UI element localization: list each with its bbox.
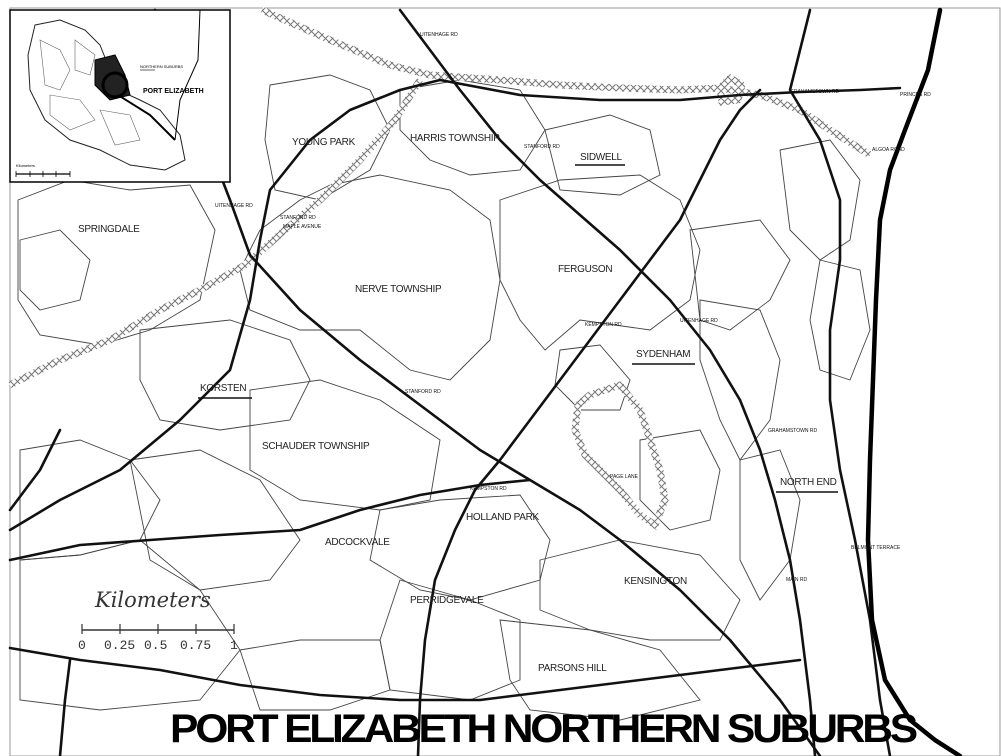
inset-city-label: PORT ELIZABETH xyxy=(143,88,204,95)
suburb-schauder-township[interactable]: SCHAUDER TOWNSHIP xyxy=(262,441,370,452)
road-label-13: KEMPSTON RD xyxy=(470,486,507,492)
road-label-16: PRINCES RD xyxy=(900,92,931,98)
road-label-2: GRAHAMSTOWN RD xyxy=(790,89,839,95)
suburb-perridgevale[interactable]: PERRIDGEVALE xyxy=(410,595,484,606)
suburb-boundaries xyxy=(17,74,871,721)
suburb-kensington[interactable]: KENSINGTON xyxy=(624,576,687,587)
road-label-5: UITENHAGE RD xyxy=(215,203,253,209)
suburb-holland-park[interactable]: HOLLAND PARK xyxy=(466,512,540,523)
road-label-4: STANFORD RD xyxy=(524,144,560,150)
road-label-11: GRAHAMSTOWN RD xyxy=(768,428,817,434)
railway-lines xyxy=(8,6,872,531)
road-label-1: UITENHAGE RD xyxy=(420,32,458,38)
suburb-sydenham[interactable]: SYDENHAM xyxy=(636,349,691,360)
scale-tick-0: 0 xyxy=(78,638,86,653)
inset-scale-label: Kilometers xyxy=(16,163,35,168)
road-label-9: UITENHAGE RD xyxy=(680,318,718,324)
road-label-14: MAIN RD xyxy=(786,577,808,583)
suburb-harris-township[interactable]: HARRIS TOWNSHIP xyxy=(410,133,501,144)
scale-bar: Kilometers 0 0.25 0.5 0.75 1 xyxy=(78,588,238,653)
suburb-korsten[interactable]: KORSTEN xyxy=(200,383,247,394)
road-labels: UITENHAGE RD GRAHAMSTOWN RD ALGOA ROAD S… xyxy=(215,32,931,583)
road-label-6: STANFORD RD xyxy=(280,215,316,221)
suburb-ferguson[interactable]: FERGUSON xyxy=(558,264,613,275)
suburb-parsons-hill[interactable]: PARSONS HILL xyxy=(538,663,607,674)
road-label-3: ALGOA ROAD xyxy=(872,147,905,153)
inset-area-label: NORTHERN SUBURBS xyxy=(140,64,183,69)
scale-title: Kilometers xyxy=(94,588,211,612)
suburb-adcockvale[interactable]: ADCOCKVALE xyxy=(325,537,391,548)
scale-tick-1: 0.25 xyxy=(104,638,135,653)
suburb-nerve-township[interactable]: NERVE TOWNSHIP xyxy=(355,284,442,295)
road-label-12: PAGE LANE xyxy=(610,474,639,480)
suburb-young-park[interactable]: YOUNG PARK xyxy=(292,137,356,148)
scale-tick-3: 0.75 xyxy=(180,638,211,653)
road-label-10: STANFORD RD xyxy=(405,389,441,395)
suburb-springdale[interactable]: SPRINGDALE xyxy=(78,224,140,235)
inset-map: NORTHERN SUBURBS PORT ELIZABETH Kilomete… xyxy=(9,9,231,183)
suburb-north-end[interactable]: NORTH END xyxy=(780,477,837,488)
road-label-15: BELMONT TERRACE xyxy=(851,545,901,551)
road-label-7: MAPLE AVENUE xyxy=(283,224,322,230)
suburb-sidwell[interactable]: SIDWELL xyxy=(580,152,623,163)
road-label-8: KEMPSTON RD xyxy=(585,322,622,328)
suburb-labels: YOUNG PARK HARRIS TOWNSHIP SIDWELL SPRIN… xyxy=(78,133,838,674)
map-title: PORT ELIZABETH NORTHERN SUBURBS xyxy=(170,707,917,751)
scale-tick-2: 0.5 xyxy=(144,638,167,653)
scale-tick-4: 1 xyxy=(230,638,238,653)
coastal-highway xyxy=(865,7,963,756)
